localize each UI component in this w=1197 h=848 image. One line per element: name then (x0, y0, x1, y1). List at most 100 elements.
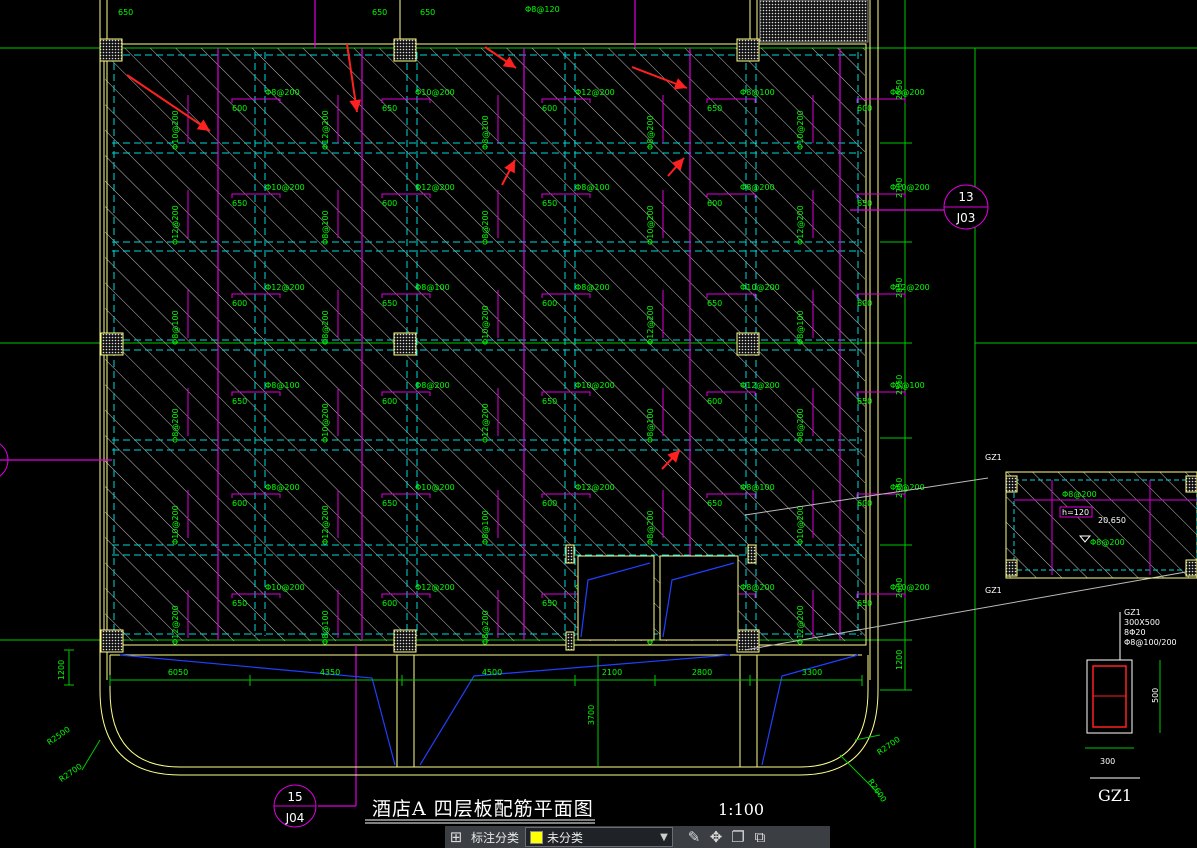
offset-label: 600 (542, 299, 557, 308)
bubble-13-top: 13 (958, 190, 973, 204)
rebar-label: Φ8@200 (740, 583, 775, 592)
rebar-label: Φ10@200 (415, 88, 455, 97)
section-width: 300 (1100, 757, 1115, 766)
detail-h: h=120 (1062, 508, 1089, 517)
rebar-label: Φ8@200 (575, 283, 610, 292)
rebar-label-vertical: Φ8@200 (171, 408, 180, 443)
rebar-label-vertical: Φ8@200 (481, 210, 490, 245)
dim-right-2: 2700 (895, 178, 904, 198)
grid-icon[interactable]: ⊞ (449, 828, 463, 846)
rebar-label: Φ8@200 (265, 483, 300, 492)
rebar-hook (541, 193, 591, 198)
move-icon[interactable]: ✥ (709, 828, 723, 846)
offset-label: 650 (707, 299, 722, 308)
rebar-label: Φ8@200 (890, 88, 925, 97)
rebar-label: Φ12@200 (265, 283, 305, 292)
offset-label: 650 (857, 599, 872, 608)
paste-icon[interactable]: ⧉ (754, 828, 766, 846)
rebar-label: Φ12@200 (575, 483, 615, 492)
offset-label: 650 (232, 599, 247, 608)
axis-bubble-15[interactable]: 15 J04 (273, 784, 317, 828)
rebar-label: Φ10@200 (265, 183, 305, 192)
section-spec-4: Φ8@100/200 (1124, 638, 1177, 647)
offset-label: 600 (232, 499, 247, 508)
section-label: GZ1 (1098, 786, 1133, 805)
rebar-hook (706, 98, 756, 103)
rebar-label-vertical: Φ12@200 (171, 605, 180, 645)
rebar-hook (381, 193, 431, 198)
rebar-label: Φ10@200 (415, 483, 455, 492)
rebar-hook (381, 593, 431, 598)
rebar-hook (381, 391, 431, 396)
rebar-hook (706, 391, 756, 396)
offset-label: 600 (542, 499, 557, 508)
rebar-label-vertical: Φ8@100 (171, 310, 180, 345)
detail-gz1-bottom: GZ1 (985, 586, 1002, 595)
rebar-label: Φ8@100 (415, 283, 450, 292)
offset-label: 650 (232, 199, 247, 208)
detail-rebar-2: Φ8@200 (1090, 538, 1125, 547)
right-dimension-text: 2550 2700 2850 2550 2950 2600 1200 (895, 80, 904, 670)
rebar-label: Φ8@200 (890, 483, 925, 492)
rebar-label-vertical: Φ10@200 (481, 305, 490, 345)
rebar-label-vertical: Φ12@200 (796, 605, 805, 645)
rebar-label-vertical: Φ12@200 (171, 205, 180, 245)
offset-label: 600 (232, 299, 247, 308)
detail-leader-lines (744, 477, 1197, 651)
offset-label: 650 (542, 397, 557, 406)
rebar-label-vertical: Φ10@200 (171, 110, 180, 150)
dim-left-1: 1200 (57, 660, 66, 680)
rebar-label: Φ12@200 (415, 583, 455, 592)
rebar-label: Φ8@200 (265, 88, 300, 97)
dim-right-4: 2550 (895, 375, 904, 395)
rebar-label-vertical: Φ10@200 (321, 403, 330, 443)
rebar-label: Φ12@200 (740, 381, 780, 390)
section-spec-2: 300X500 (1124, 618, 1160, 627)
rebar-label-vertical: Φ8@200 (796, 408, 805, 443)
edit-icon[interactable]: ✎ (687, 828, 701, 846)
rebar-hook (381, 493, 431, 498)
offset-label: 650 (542, 199, 557, 208)
columns (99, 38, 760, 653)
dim-right-6: 2600 (895, 578, 904, 598)
rebar-hook (856, 293, 906, 298)
dim-bottom-5: 2800 (692, 668, 712, 677)
rebar-label: Φ10@200 (575, 381, 615, 390)
red-arrows (126, 43, 688, 470)
rebar-label-vertical: Φ10@200 (646, 205, 655, 245)
rebar-hook (231, 193, 281, 198)
dim-right-3: 2850 (895, 278, 904, 298)
offset-label: 600 (857, 299, 872, 308)
axis-bubble-partial-left (0, 443, 9, 477)
rebar-label-vertical: Φ8@200 (481, 610, 490, 645)
rebar-hook (231, 493, 281, 498)
offset-label: 600 (382, 199, 397, 208)
rebar-hook (856, 391, 906, 396)
category-select[interactable]: 未分类 ▼ (525, 827, 674, 847)
shaft-openings (577, 555, 739, 641)
rebar-label: Φ12@200 (890, 283, 930, 292)
offset-label: 600 (232, 104, 247, 113)
offset-label: 650 (382, 104, 397, 113)
offset-label: 650 (707, 499, 722, 508)
offset-label: 650 (232, 397, 247, 406)
section-spec-3: 8Φ20 (1124, 628, 1146, 637)
bubble-15-bottom: J04 (285, 811, 305, 825)
chevron-down-icon: ▼ (660, 831, 668, 843)
offset-label: 600 (382, 397, 397, 406)
top-labels: 650 650 650 Φ8@120 (118, 5, 560, 17)
rebar-hook (381, 293, 431, 298)
rebar-label: Φ8@100 (265, 381, 300, 390)
radius-4: R2600 (866, 777, 888, 803)
dim-right-1: 2550 (895, 80, 904, 100)
copy-icon[interactable]: ❐ (731, 828, 745, 846)
rebar-label: Φ8@100 (740, 483, 775, 492)
bottom-dimension-text: 6050 4350 4500 2100 2800 3300 1200 3700 … (45, 660, 901, 804)
balcony-slope-lines (119, 654, 859, 766)
rebar-label: Φ8@100 (575, 183, 610, 192)
section-height: 500 (1151, 688, 1160, 703)
offset-label: 600 (707, 397, 722, 406)
rebar-hook (541, 493, 591, 498)
axis-bubble-13[interactable]: 13 J03 (943, 184, 989, 230)
